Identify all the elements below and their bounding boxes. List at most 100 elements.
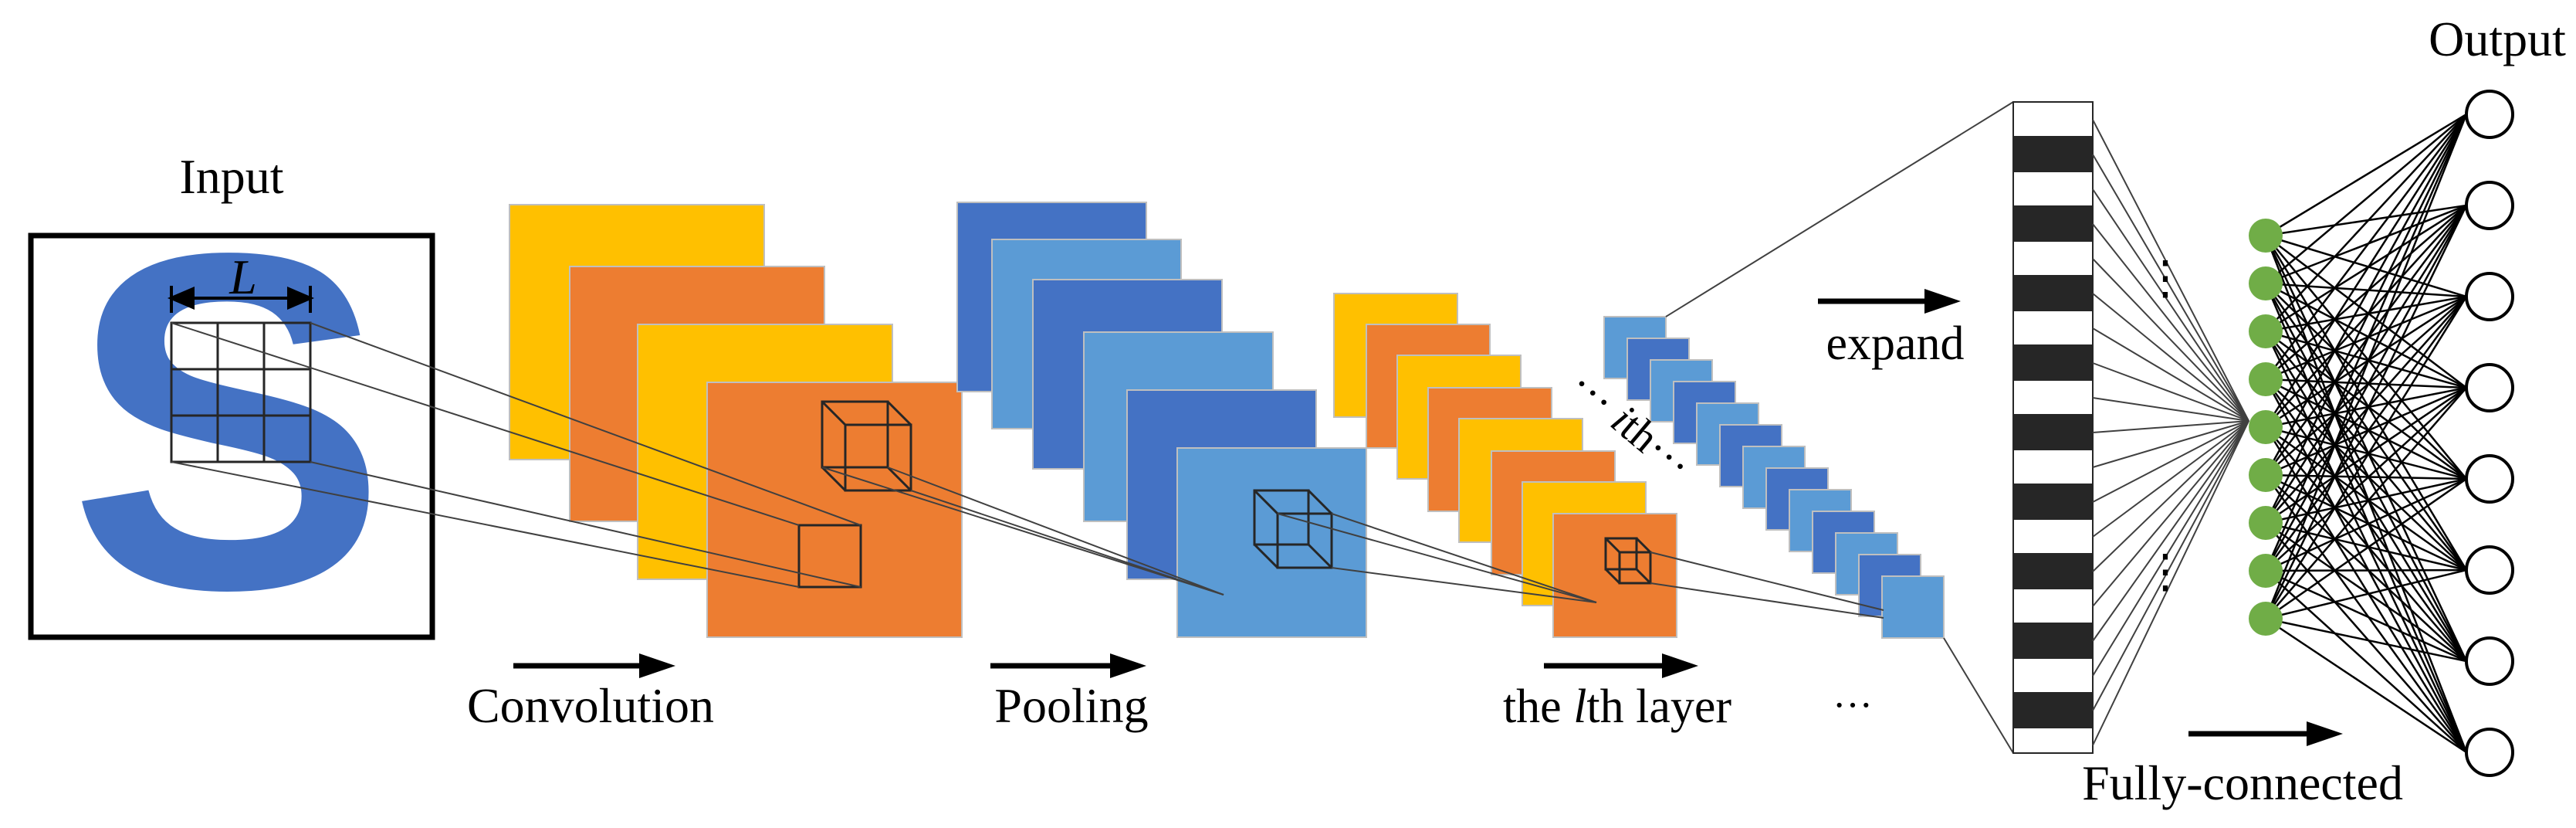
hidden-node-5	[2249, 410, 2283, 444]
vector-to-hidden-edge	[2092, 397, 2249, 422]
hidden-to-output-edge	[2265, 296, 2467, 524]
hidden-to-output-edge	[2264, 205, 2468, 572]
hidden-to-output-edge	[2265, 282, 2467, 389]
hidden-to-output-edge	[2265, 234, 2467, 298]
continuation-ellipsis: ···	[1833, 684, 1873, 728]
hidden-to-output-edge	[2265, 570, 2467, 753]
hidden-node-7	[2249, 506, 2283, 540]
output-node-5	[2465, 454, 2514, 504]
output-node-7	[2465, 636, 2514, 686]
vector-to-hidden-edge	[2092, 420, 2249, 503]
input-frame	[28, 232, 435, 640]
hidden-to-output-edge	[2265, 617, 2467, 754]
conv-receptive-box	[797, 524, 862, 589]
conv-map-4	[706, 382, 963, 638]
hidden-to-output-edge	[2264, 296, 2468, 619]
vector-to-hidden-edge	[2092, 223, 2249, 422]
lth-cube	[1604, 537, 1652, 585]
pool-feature-maps	[956, 202, 1367, 638]
lth-projection-lines	[1277, 513, 1597, 603]
hidden-to-output-edge	[2264, 331, 2468, 662]
hidden-to-output-edge	[2265, 477, 2467, 524]
hidden-to-output-edge	[2264, 378, 2468, 662]
hidden-to-output-edge	[2264, 114, 2468, 524]
hidden-to-output-edge	[2264, 283, 2468, 662]
hidden-node-1	[2249, 219, 2283, 253]
hidden-to-output-edge	[2265, 378, 2467, 389]
fully-connected-arrow	[2188, 721, 2343, 746]
vector-to-hidden-edge	[2092, 420, 2249, 677]
hidden-to-output-edge	[2264, 378, 2468, 753]
output-node-2	[2465, 181, 2514, 230]
kernel-size-label: L	[228, 249, 257, 304]
hidden-to-output-edge	[2265, 331, 2467, 571]
hidden-to-output-edge	[2264, 114, 2468, 428]
input-kernel-grid	[170, 321, 312, 463]
output-label: Output	[2429, 12, 2566, 66]
output-node-6	[2465, 545, 2514, 595]
hidden-to-output-edge	[2265, 387, 2467, 572]
vector-to-hidden-edge	[2092, 420, 2249, 607]
pooling-arrow	[990, 653, 1146, 678]
hidden-to-output-edge	[2265, 205, 2467, 380]
output-node-8	[2465, 728, 2514, 777]
vector-to-hidden-edge	[2092, 420, 2249, 433]
hidden-to-output-edge	[2265, 386, 2467, 477]
hidden-to-output-edge	[2265, 295, 2467, 429]
hidden-to-output-edge	[2265, 521, 2467, 572]
hidden-to-output-edge	[2265, 568, 2467, 572]
hidden-node-9	[2249, 602, 2283, 636]
output-node-3	[2465, 272, 2514, 321]
fully-connected-label: Fully-connected	[2082, 755, 2403, 810]
hidden-to-output-edge	[2265, 113, 2467, 237]
vector-to-hidden-edge	[2092, 420, 2249, 572]
hidden-to-output-edge	[2265, 295, 2467, 381]
vector-to-hidden-edge	[2092, 119, 2249, 422]
ith-feature-maps	[1603, 316, 1945, 639]
ith-projection-lines	[1650, 551, 1884, 619]
hidden-to-output-connections	[2264, 113, 2468, 754]
hidden-layer-nodes	[2249, 219, 2283, 636]
vector-to-hidden-edge	[2092, 420, 2249, 746]
hidden-to-output-edge	[2265, 387, 2467, 619]
hidden-to-output-edge	[2265, 296, 2467, 476]
conv-projection-lines	[171, 322, 861, 588]
lth-map-8	[1552, 513, 1677, 638]
hidden-to-output-edge	[2265, 473, 2467, 480]
hidden-to-output-edge	[2265, 282, 2467, 298]
output-layer-nodes	[2465, 90, 2514, 777]
hidden-to-output-edge	[2265, 204, 2467, 333]
hidden-to-output-edge	[2265, 426, 2467, 480]
hidden-to-output-edge	[2265, 205, 2467, 428]
input-label: Input	[179, 149, 283, 204]
hidden-to-output-edge	[2265, 114, 2467, 380]
vector-to-hidden-edge	[2092, 327, 2249, 422]
expand-label: expand	[1826, 317, 1964, 370]
hidden-node-8	[2249, 554, 2283, 588]
hidden-to-output-edge	[2264, 283, 2468, 753]
hidden-to-output-edge	[2265, 330, 2467, 389]
hidden-to-output-edge	[2265, 378, 2467, 480]
hidden-to-output-edge	[2265, 295, 2467, 333]
conv-cube	[821, 400, 912, 492]
hidden-to-output-edge	[2265, 235, 2467, 389]
hidden-to-output-edge	[2265, 386, 2467, 524]
vector-to-hidden-edge	[2092, 420, 2249, 538]
convolution-arrow	[513, 653, 675, 678]
hidden-to-output-edge	[2264, 205, 2468, 619]
hidden-to-output-edge	[2265, 617, 2467, 663]
output-node-4	[2465, 363, 2514, 412]
vector-to-hidden-edge	[2092, 258, 2249, 422]
vector-to-hidden-edge	[2092, 293, 2249, 422]
kernel-width-arrow	[167, 286, 315, 313]
hidden-to-output-edge	[2264, 235, 2468, 662]
hidden-vdots-bottom: ⋮	[2142, 546, 2188, 597]
hidden-node-3	[2249, 314, 2283, 348]
hidden-to-output-edge	[2265, 474, 2467, 662]
hidden-to-output-edge	[2264, 426, 2468, 753]
hidden-to-output-edge	[2264, 114, 2468, 572]
hidden-to-output-edge	[2265, 477, 2467, 572]
vector-to-hidden-edge	[2092, 420, 2249, 711]
hidden-vdots-top: ⋮	[2142, 253, 2188, 304]
hidden-to-output-edge	[2265, 114, 2467, 332]
